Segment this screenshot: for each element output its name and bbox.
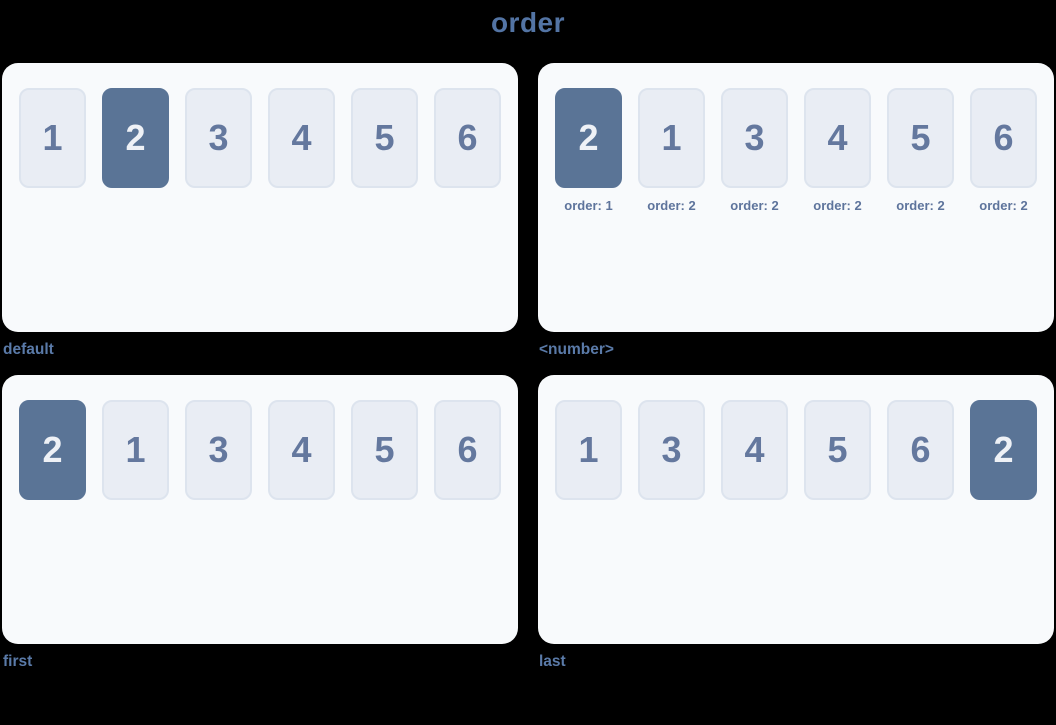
boxes-row: 1 3 4 5 6 2 bbox=[555, 400, 1037, 500]
flex-item-box: 3 bbox=[721, 88, 788, 188]
flex-item: 5 bbox=[804, 400, 871, 500]
flex-item: 6 order: 2 bbox=[970, 88, 1037, 213]
flex-item-box: 5 bbox=[351, 400, 418, 500]
flex-item-box-highlighted: 2 bbox=[970, 400, 1037, 500]
flex-item: 4 bbox=[268, 400, 335, 500]
flex-item: 3 bbox=[185, 400, 252, 500]
flex-item: 5 bbox=[351, 88, 418, 188]
flex-item: 1 bbox=[102, 400, 169, 500]
flex-item-box: 6 bbox=[970, 88, 1037, 188]
order-value-label: order: 2 bbox=[647, 198, 696, 213]
flex-item-box: 1 bbox=[555, 400, 622, 500]
panel-caption-default: default bbox=[3, 341, 54, 358]
flex-item: 3 bbox=[638, 400, 705, 500]
flex-item-box: 1 bbox=[638, 88, 705, 188]
flex-item: 2 bbox=[19, 400, 86, 500]
flex-item: 2 order: 1 bbox=[555, 88, 622, 213]
panel-last: 1 3 4 5 6 2 bbox=[538, 375, 1054, 644]
flex-item: 3 order: 2 bbox=[721, 88, 788, 213]
panel-cell-number: 2 order: 1 1 order: 2 3 order: 2 4 order… bbox=[538, 63, 1054, 375]
flex-item-box: 5 bbox=[804, 400, 871, 500]
flex-item-box: 1 bbox=[102, 400, 169, 500]
flex-item-box: 6 bbox=[434, 400, 501, 500]
boxes-row: 1 2 3 4 5 6 bbox=[19, 88, 501, 188]
order-value-label: order: 2 bbox=[730, 198, 779, 213]
panel-caption-first: first bbox=[3, 653, 33, 670]
flex-item: 6 bbox=[887, 400, 954, 500]
page-title: order bbox=[490, 7, 566, 38]
flex-item: 2 bbox=[102, 88, 169, 188]
panel-caption-last: last bbox=[539, 653, 566, 670]
panel-number: 2 order: 1 1 order: 2 3 order: 2 4 order… bbox=[538, 63, 1054, 332]
order-value-label: order: 2 bbox=[979, 198, 1028, 213]
flex-item-box: 5 bbox=[887, 88, 954, 188]
flex-item-box-highlighted: 2 bbox=[102, 88, 169, 188]
panel-cell-last: 1 3 4 5 6 2 last bbox=[538, 375, 1054, 687]
flex-item: 1 bbox=[555, 400, 622, 500]
flex-item: 3 bbox=[185, 88, 252, 188]
flex-item: 6 bbox=[434, 400, 501, 500]
flex-item-box: 3 bbox=[185, 400, 252, 500]
panel-cell-default: 1 2 3 4 5 6 default bbox=[2, 63, 518, 375]
order-value-label: order: 2 bbox=[896, 198, 945, 213]
flex-item: 4 bbox=[268, 88, 335, 188]
order-value-label: order: 1 bbox=[564, 198, 613, 213]
flex-item-box: 5 bbox=[351, 88, 418, 188]
flex-item: 5 order: 2 bbox=[887, 88, 954, 213]
flex-item: 1 bbox=[19, 88, 86, 188]
boxes-row: 2 order: 1 1 order: 2 3 order: 2 4 order… bbox=[555, 88, 1037, 213]
panel-default: 1 2 3 4 5 6 bbox=[2, 63, 518, 332]
flex-item: 6 bbox=[434, 88, 501, 188]
flex-item-box: 6 bbox=[434, 88, 501, 188]
flex-item-box: 3 bbox=[185, 88, 252, 188]
flex-item: 1 order: 2 bbox=[638, 88, 705, 213]
flex-item-box: 4 bbox=[804, 88, 871, 188]
flex-item-box: 3 bbox=[638, 400, 705, 500]
boxes-row: 2 1 3 4 5 6 bbox=[19, 400, 501, 500]
flex-item: 4 bbox=[721, 400, 788, 500]
panel-caption-number: <number> bbox=[539, 341, 614, 358]
order-value-label: order: 2 bbox=[813, 198, 862, 213]
flex-item-box: 4 bbox=[268, 400, 335, 500]
flex-item-box: 4 bbox=[721, 400, 788, 500]
flex-item-box: 6 bbox=[887, 400, 954, 500]
panel-cell-first: 2 1 3 4 5 6 first bbox=[2, 375, 518, 687]
flex-item-box: 4 bbox=[268, 88, 335, 188]
flex-item: 2 bbox=[970, 400, 1037, 500]
flex-item: 4 order: 2 bbox=[804, 88, 871, 213]
flex-item-box-highlighted: 2 bbox=[555, 88, 622, 188]
flex-item: 5 bbox=[351, 400, 418, 500]
flex-item-box-highlighted: 2 bbox=[19, 400, 86, 500]
demo-grid: 1 2 3 4 5 6 default bbox=[0, 63, 1056, 687]
panel-first: 2 1 3 4 5 6 bbox=[2, 375, 518, 644]
flex-item-box: 1 bbox=[19, 88, 86, 188]
